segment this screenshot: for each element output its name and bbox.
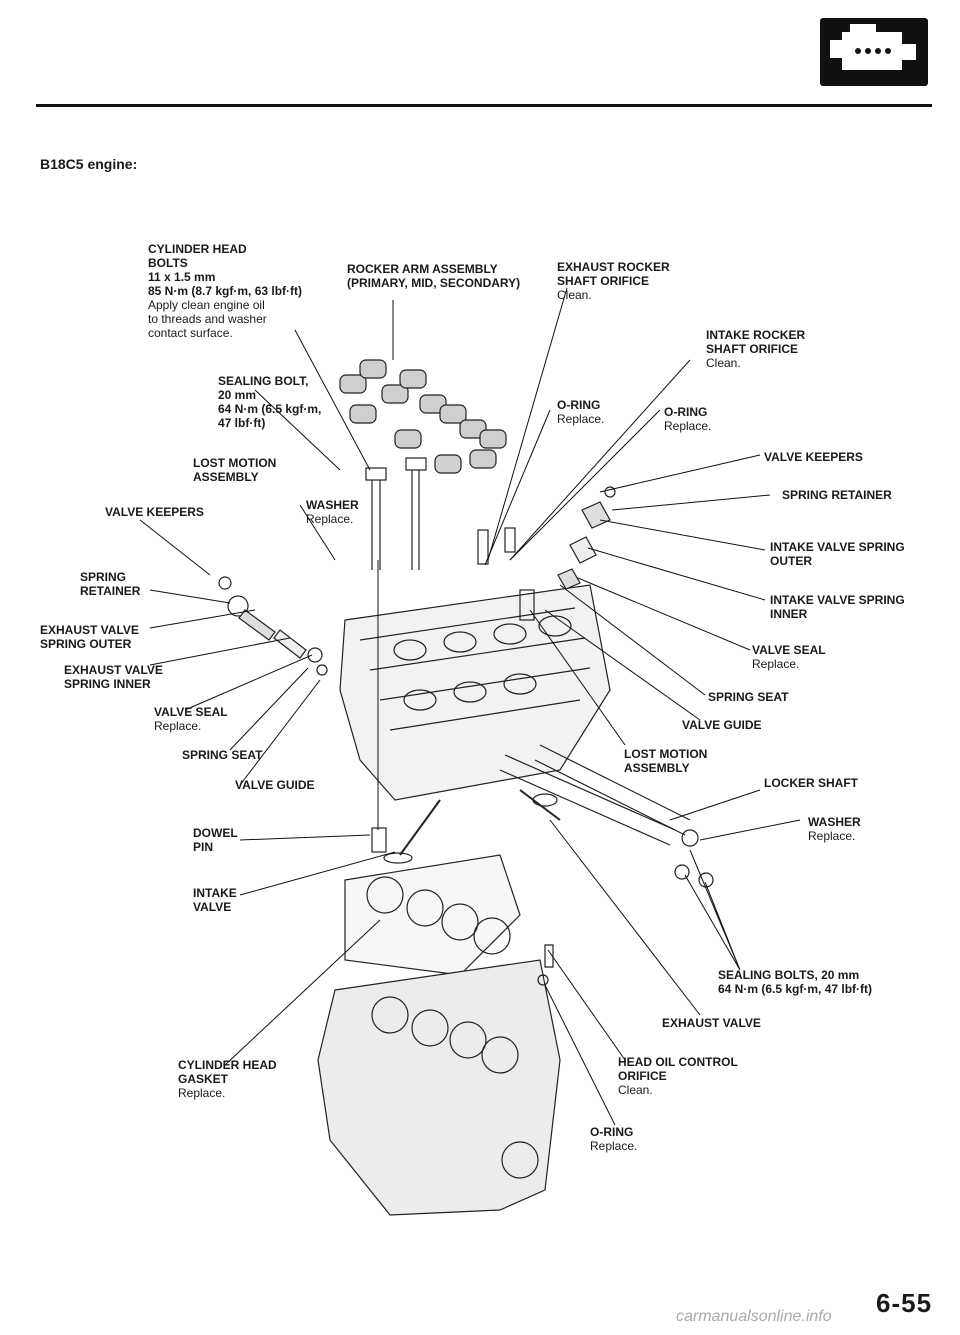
label-rocker-arm-assembly: ROCKER ARM ASSEMBLY(PRIMARY, MID, SECOND… [347,262,521,290]
label-sealing-bolt: SEALING BOLT,20 mm 64 N·m (6.5 kgf·m,47 … [218,374,322,430]
watermark: carmanualsonline.info [676,1308,832,1325]
label-spring-retainer-right: SPRING RETAINER [782,488,892,502]
label-locker-shaft: LOCKER SHAFT [764,776,858,790]
label-spring-seat-right: SPRING SEAT [708,690,789,704]
label-exhaust-valve: EXHAUST VALVE [662,1016,761,1030]
label-valve-guide-right: VALVE GUIDE [682,718,762,732]
label-valve-keepers-right: VALVE KEEPERS [764,450,863,464]
label-valve-keepers-left: VALVE KEEPERS [105,505,204,519]
header-rule [36,104,932,107]
page-heading: B18C5 engine: [40,156,138,172]
label-valve-guide-left: VALVE GUIDE [235,778,315,792]
page-number: 6-55 [876,1288,933,1318]
label-spring-seat-left: SPRING SEAT [182,748,263,762]
engine-section-icon [820,18,928,86]
